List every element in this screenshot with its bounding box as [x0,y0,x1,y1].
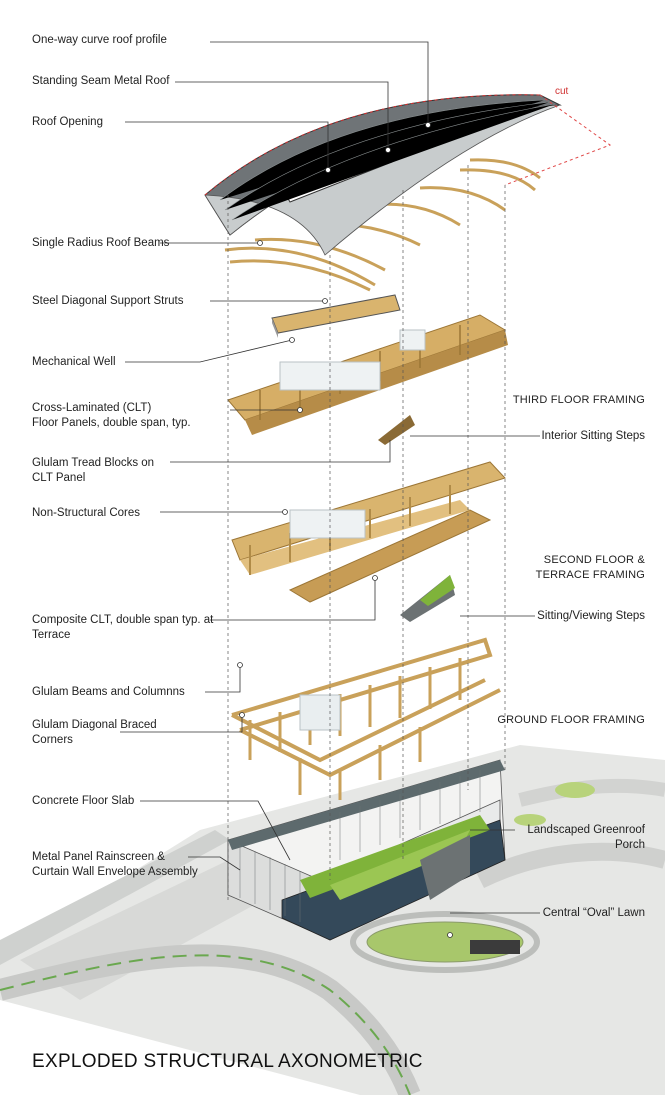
mechanical-well [271,294,401,338]
label-roof-opening: Roof Opening [32,116,103,128]
label-mechanical-well: Mechanical Well [32,356,116,368]
label-viewing-steps: Sitting/Viewing Steps [537,610,645,622]
building-massing [227,759,506,941]
label-roof-beams: Single Radius Roof Beams [32,237,170,249]
section-ground-floor: GROUND FLOOR FRAMING [497,714,645,726]
cut-label: cut [555,86,569,97]
label-interior-steps: Interior Sitting Steps [541,430,645,442]
label-standing-seam-roof: Standing Seam Metal Roof [32,75,170,87]
leader-lines [120,41,540,914]
third-floor-framing [227,314,508,445]
label-composite-clt: Composite CLT, double span typ. at Terra… [32,614,214,641]
leader-dots [237,122,453,938]
label-rainscreen: Metal Panel Rainscreen & Curtain Wall En… [32,851,198,878]
label-glulam-beams: Glulam Beams and Columnns [32,686,185,698]
label-concrete-slab: Concrete Floor Slab [32,795,135,807]
projection-lines [227,165,506,900]
label-glulam-tread-blocks: Glulam Tread Blocks on CLT Panel [32,457,155,484]
label-greenroof-porch: Landscaped Greenroof Porch [527,824,645,851]
label-oval-lawn: Central “Oval” Lawn [542,907,645,919]
second-floor-framing [231,461,506,622]
section-third-floor: THIRD FLOOR FRAMING [512,394,645,406]
ground-floor-framing [231,637,501,800]
diagram-title: EXPLODED STRUCTURAL AXONOMETRIC [32,1051,423,1072]
section-second-floor: SECOND FLOOR & TERRACE FRAMING [535,554,645,581]
label-support-struts: Steel Diagonal Support Struts [32,295,184,307]
label-clt-floor-panels: Cross-Laminated (CLT) Floor Panels, doub… [32,402,191,429]
roof-beams [224,158,541,292]
curved-metal-roof [204,94,612,256]
label-glulam-braced-corners: Glulam Diagonal Braced Corners [32,719,157,746]
label-non-structural-cores: Non-Structural Cores [32,507,141,519]
label-roof-profile: One-way curve roof profile [32,34,167,46]
